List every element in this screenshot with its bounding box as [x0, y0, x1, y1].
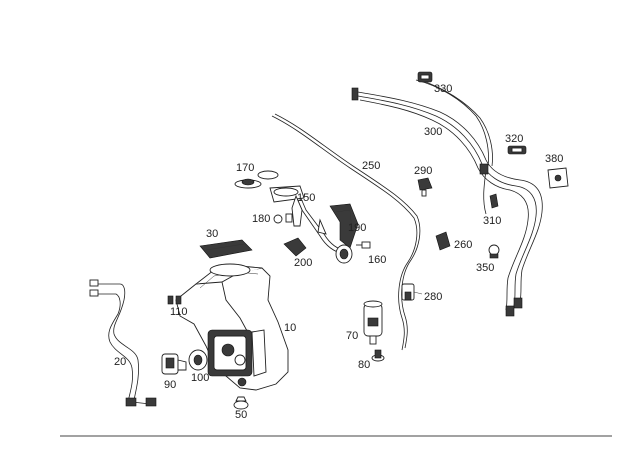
part-50 — [233, 396, 249, 410]
callout-150: 150 — [297, 192, 315, 204]
callout-300: 300 — [424, 126, 442, 138]
part-330 — [417, 71, 433, 83]
connector-260 — [435, 231, 451, 251]
callout-20: 20 — [114, 356, 126, 368]
valve-280 — [401, 283, 423, 301]
fittings-20 — [89, 279, 157, 407]
washer-pump-70 — [363, 300, 383, 345]
callout-280: 280 — [424, 291, 442, 303]
clip-110 — [167, 295, 182, 305]
bolt-160 — [356, 241, 371, 249]
seal-100 — [188, 349, 208, 371]
callout-70: 70 — [346, 330, 358, 342]
callout-30: 30 — [206, 228, 218, 240]
callout-80: 80 — [358, 359, 370, 371]
callout-330: 330 — [434, 83, 452, 95]
callout-10: 10 — [284, 322, 296, 334]
callout-50: 50 — [235, 409, 247, 421]
part-310 — [489, 193, 499, 209]
part-90 — [161, 353, 187, 375]
bracket-190 — [317, 203, 359, 249]
grommet-80 — [371, 349, 385, 362]
part-290 — [417, 177, 433, 197]
callout-310: 310 — [483, 215, 501, 227]
filler-cap-30 — [199, 239, 253, 259]
callout-90: 90 — [164, 379, 176, 391]
washer-fluid-reservoir — [175, 263, 289, 391]
callout-180: 180 — [252, 213, 270, 225]
callout-170: 170 — [236, 162, 254, 174]
callout-labels: 10 20 30 50 70 80 90 100 110 150 160 170… — [114, 83, 563, 421]
callout-250: 250 — [362, 160, 380, 172]
clip-350 — [488, 244, 500, 259]
callout-260: 260 — [454, 239, 472, 251]
part-320 — [507, 145, 527, 155]
callout-110: 110 — [170, 306, 188, 318]
callout-320: 320 — [505, 133, 523, 145]
part-150 — [269, 185, 305, 227]
callout-200: 200 — [294, 257, 312, 269]
part-200 — [283, 237, 353, 264]
callout-190: 190 — [348, 222, 366, 234]
callout-160: 160 — [368, 254, 386, 266]
part-170 — [234, 170, 279, 189]
part-180 — [273, 213, 293, 224]
callout-290: 290 — [414, 165, 432, 177]
callout-350: 350 — [476, 262, 494, 274]
callout-100: 100 — [191, 372, 209, 384]
callout-380: 380 — [545, 153, 563, 165]
fittings-300 — [351, 87, 523, 317]
part-380 — [547, 167, 569, 189]
